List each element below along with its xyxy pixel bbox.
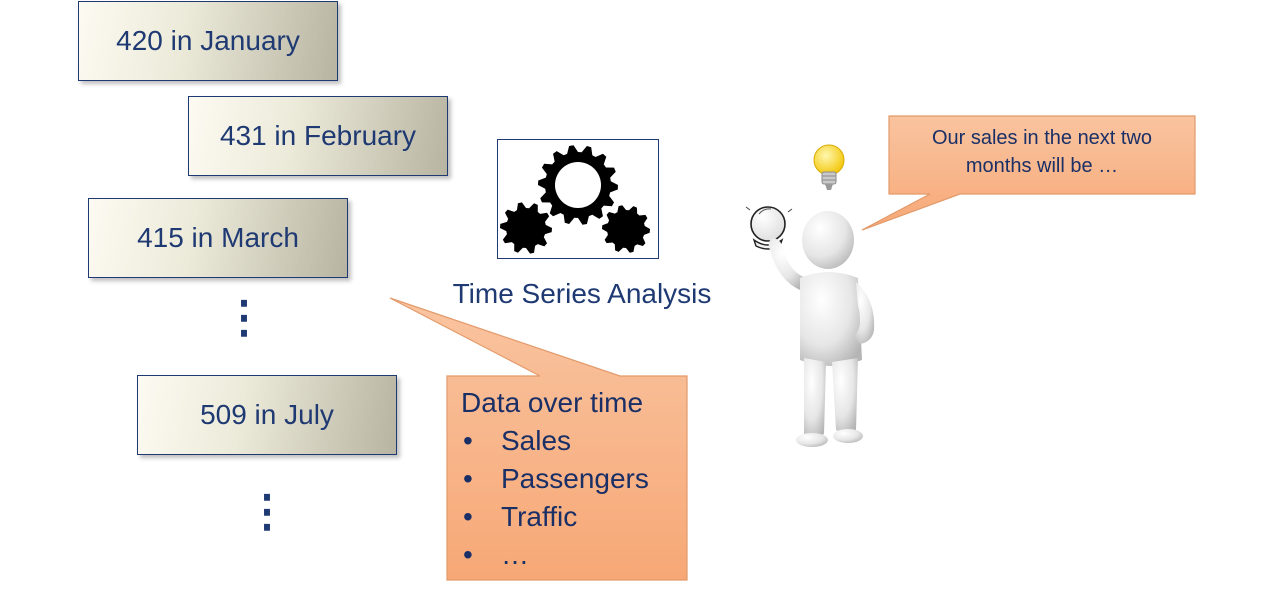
large-gear-hole <box>555 162 601 208</box>
month-label: 420 in January <box>116 25 300 56</box>
month-label: 415 in March <box>137 222 299 253</box>
gears-icon <box>500 145 650 254</box>
list-item: … <box>461 536 673 574</box>
time-series-process <box>497 139 659 259</box>
process-label: Time Series Analysis <box>452 278 712 309</box>
list-item: Traffic <box>461 498 673 536</box>
list-item: Sales <box>461 422 673 460</box>
ellipsis-dots-lower: ⋮ <box>245 487 289 536</box>
lightbulb-icon <box>813 144 845 190</box>
left-gear <box>500 202 552 254</box>
month-label: 509 in July <box>200 399 334 430</box>
month-box-february: 431 in February <box>188 96 448 176</box>
list-item: Passengers <box>461 460 673 498</box>
forecast-callout: Our sales in the next two months will be… <box>889 116 1195 194</box>
forecast-text: Our sales in the next two months will be… <box>931 127 1153 177</box>
month-box-january: 420 in January <box>78 1 338 81</box>
month-box-july: 509 in July <box>137 375 397 455</box>
ellipsis-dots-upper: ⋮ <box>222 293 266 342</box>
data-over-time-callout: Data over time Sales Passengers Traffic … <box>447 376 687 580</box>
month-box-march: 415 in March <box>88 198 348 278</box>
forecast-callout-shape <box>861 115 1196 231</box>
right-gear <box>602 205 650 253</box>
month-label: 431 in February <box>219 120 417 151</box>
data-list: Sales Passengers Traffic … <box>461 422 673 574</box>
callout-heading: Data over time <box>461 387 644 418</box>
person-icon <box>745 144 875 447</box>
